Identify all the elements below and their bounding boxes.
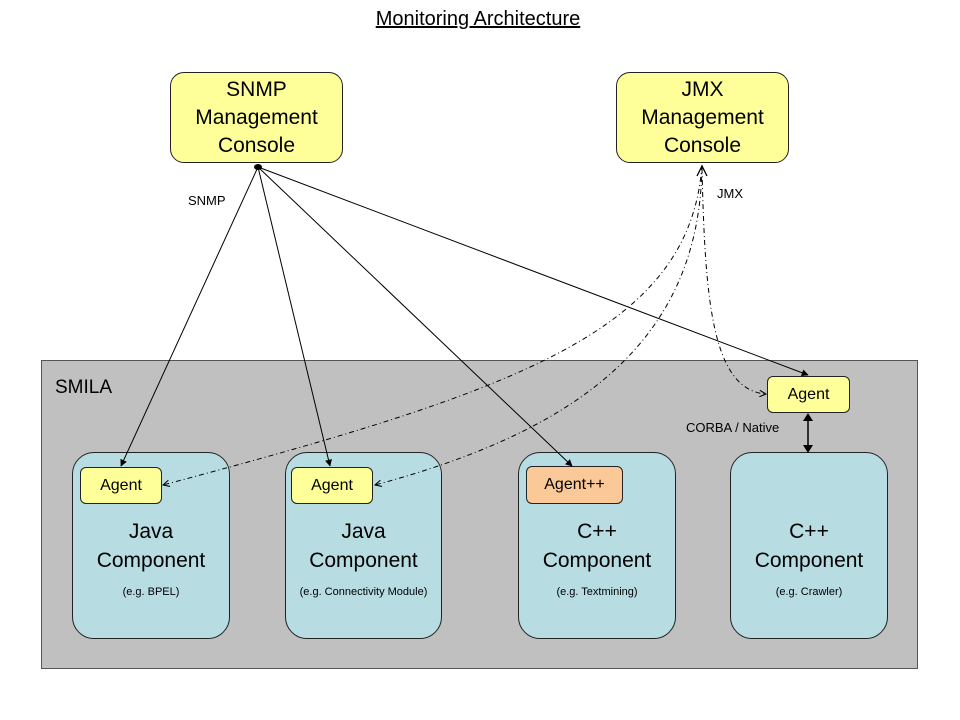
corba-arrowhead-bottom [803,445,813,453]
jmx-curve-to-connectivity-agent [375,164,703,485]
component-name: C++ Component [542,520,652,572]
agent-plus-plus-textmining: Agent++ [526,466,623,504]
jmx-arrow-at-console [696,164,708,177]
diagram-title-text: Monitoring Architecture [375,8,581,30]
snmp-line-to-agent-plus-plus [257,166,573,467]
cpp-component-crawler: C++ Component (e.g. Crawler) [730,452,888,639]
agent-java-bpel: Agent [80,467,162,504]
snmp-connection-label: SNMP [188,193,226,208]
snmp-line-to-bpel-agent [120,166,259,467]
component-name: Java Component [96,520,206,572]
snmp-connection-point [254,164,262,170]
component-name: Java Component [309,520,418,572]
snmp-management-console: SNMP Management Console [170,72,343,163]
component-example: (e.g. BPEL) [122,586,180,598]
snmp-line-to-external-agent [257,166,809,377]
agent-crawler-external: Agent [767,376,850,413]
component-example: (e.g. Connectivity Module) [299,586,428,598]
jmx-connection-label: JMX [717,186,743,201]
component-name: C++ Component [754,520,864,572]
smila-label: SMILA [55,377,113,398]
jmx-management-console: JMX Management Console [616,72,789,163]
jmx-curve-to-external-agent [701,167,766,394]
agent-java-connectivity: Agent [291,467,373,504]
component-example: (e.g. Crawler) [775,586,843,598]
jmx-curve-to-bpel-agent [163,164,703,485]
component-example: (e.g. Textmining) [556,586,638,598]
corba-arrowhead-top [803,413,813,421]
diagram-title: Monitoring Architecture [0,8,956,31]
corba-native-label: CORBA / Native [686,420,780,435]
snmp-line-to-connectivity-agent [257,166,332,467]
